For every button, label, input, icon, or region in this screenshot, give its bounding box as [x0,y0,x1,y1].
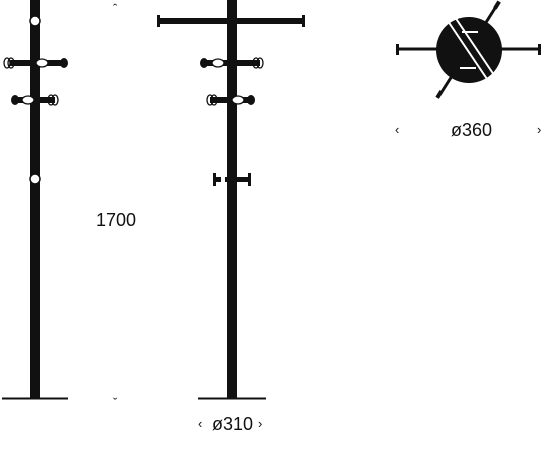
pole-joint [29,15,41,27]
pole [227,0,237,398]
base-diameter-arrow-right: › [258,416,262,431]
height-arrow-up: ˆ [113,1,118,16]
hook-pair-lower [206,94,255,106]
top-diameter-label: ø360 [451,120,492,140]
top-view [396,0,541,99]
top-diameter-arrow-left: ‹ [395,122,399,137]
hook-pair-lower [11,94,59,106]
pole [30,0,40,398]
top-diameter-arrow-right: › [537,122,541,137]
height-dimension-label: 1700 [96,210,136,230]
hook-pair-upper [200,57,264,69]
base-diameter-arrow-left: ‹ [198,416,202,431]
top-crossbar [157,15,305,27]
hook-pair-upper [3,57,68,69]
height-arrow-down: ˇ [113,395,118,410]
side-view-left [2,0,68,400]
pole-joint [29,173,41,185]
side-view-right [157,0,305,400]
base-diameter-label: ø310 [212,414,253,434]
side-bracket [213,173,251,186]
